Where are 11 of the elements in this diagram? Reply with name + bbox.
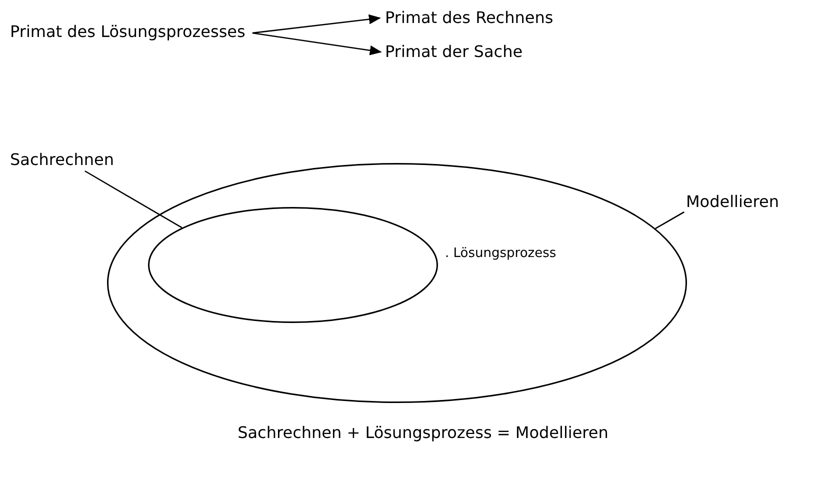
text-label: Primat des Lösungsprozesses: [10, 22, 246, 42]
ellipse-label: . Lösungsprozess: [445, 246, 556, 262]
arrow: [252, 14, 381, 34]
leader-line: [655, 211, 684, 230]
text-label: Sachrechnen: [10, 150, 114, 170]
arrow: [252, 32, 382, 56]
text-label: Primat der Sache: [385, 42, 523, 62]
leader-line: [84, 170, 182, 228]
text-label: Modellieren: [686, 192, 779, 212]
caption: Sachrechnen + Lösungsprozess = Modellieren: [236, 423, 610, 443]
text-label: Primat des Rechnens: [385, 8, 554, 28]
